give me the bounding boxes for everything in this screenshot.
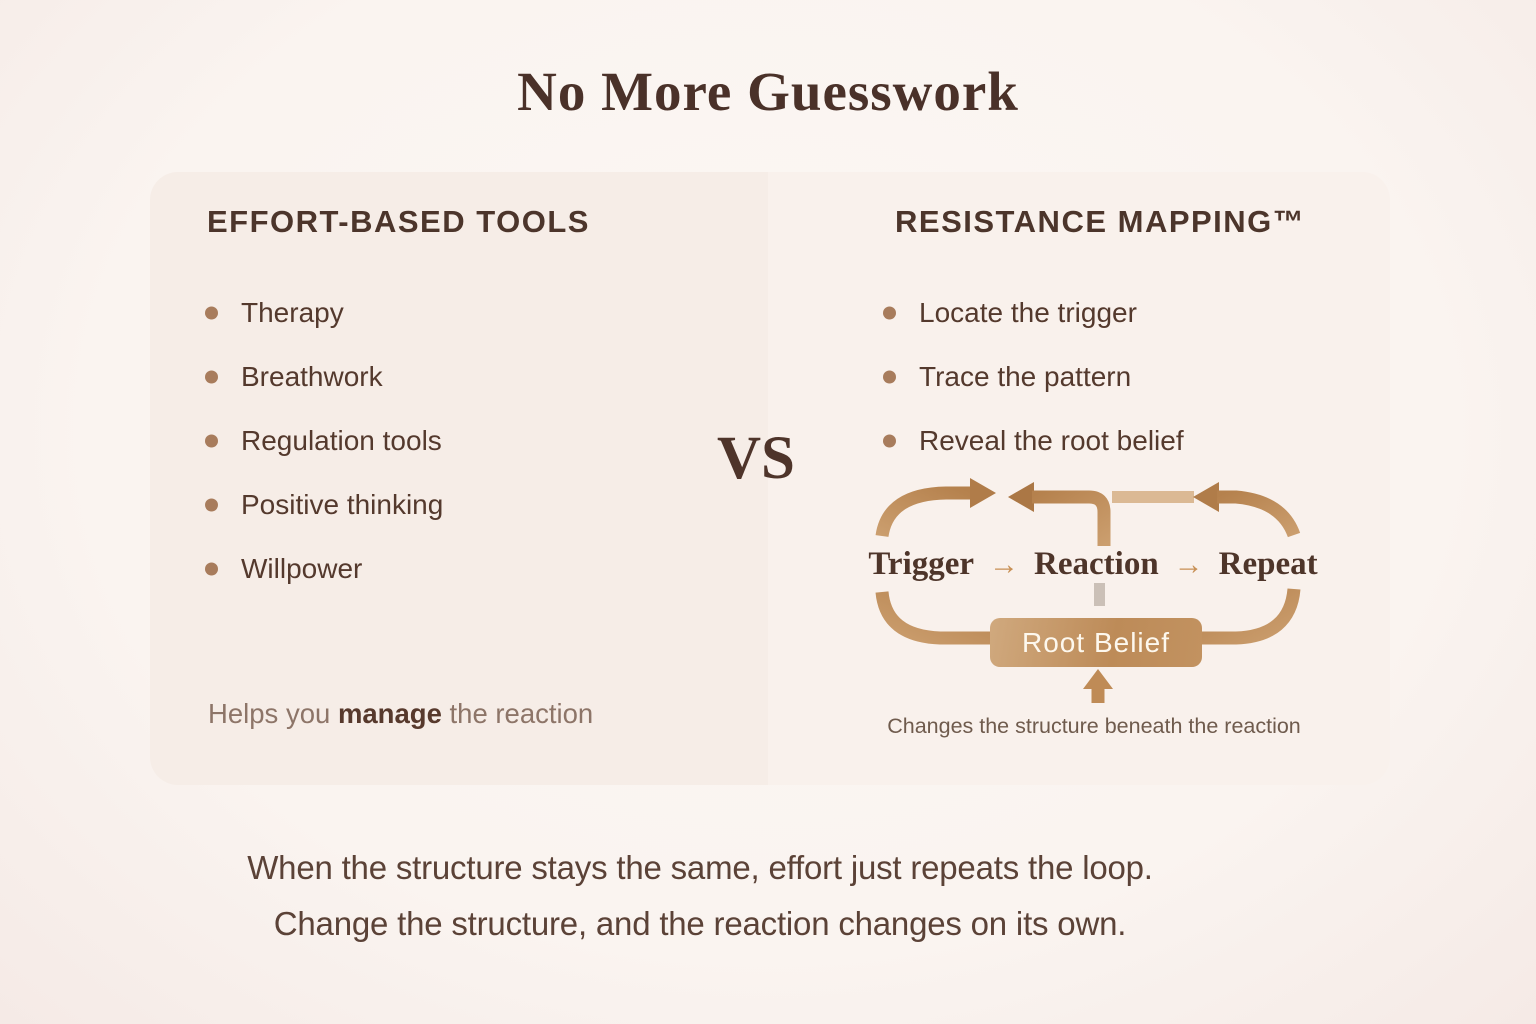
page-title: No More Guesswork [517, 61, 1019, 122]
list-item: Locate the trigger [883, 281, 1184, 345]
right-arrow-icon: → [1173, 548, 1204, 581]
loop-node-trigger: Trigger [868, 546, 975, 582]
root-belief-box: Root Belief [990, 618, 1202, 667]
list-item: Breathwork [205, 345, 443, 409]
footnote-emphasis: manage [337, 698, 442, 729]
loop-curve-trigger-to-root [875, 591, 994, 645]
footer-line: Change the structure, and the reaction c… [273, 905, 1127, 942]
footer-line: When the structure stays the same, effor… [247, 849, 1153, 886]
loop-node-row: Trigger → Reaction → Repeat [858, 546, 1328, 583]
effort-based-tools-card: EFFORT-BASED TOOLS Therapy Breathwork Re… [150, 172, 768, 785]
trigger-reaction-loop-diagram: Trigger → Reaction → Repeat Root Belief … [858, 472, 1328, 752]
left-card-footnote: Helps you manage the reaction [208, 698, 593, 730]
footnote-suffix: the reaction [441, 698, 594, 729]
loop-arrows-graphic [875, 478, 1301, 703]
list-item: Regulation tools [205, 409, 443, 473]
loop-caption: Changes the structure beneath the reacti… [887, 714, 1301, 738]
loop-arrow-trigger-up-icon [875, 478, 996, 538]
right-card-header: RESISTANCE MAPPING™ [895, 204, 1306, 239]
footnote-prefix: Helps you [208, 698, 338, 729]
list-item: Reveal the root belief [883, 409, 1184, 473]
loop-arrow-repeat-left-icon [1112, 482, 1301, 538]
loop-node-reaction: Reaction [1034, 546, 1159, 582]
up-arrow-icon [1083, 669, 1113, 703]
resistance-mapping-list: Locate the trigger Trace the pattern Rev… [883, 281, 1184, 473]
list-item: Positive thinking [205, 473, 443, 537]
list-item: Trace the pattern [883, 345, 1184, 409]
loop-arrow-reaction-elbow-icon [1008, 482, 1111, 546]
resistance-mapping-card: RESISTANCE MAPPING™ Locate the trigger T… [768, 172, 1390, 785]
dashed-connector-icon [1094, 583, 1105, 606]
effort-tools-list: Therapy Breathwork Regulation tools Posi… [205, 281, 443, 601]
list-item: Willpower [205, 537, 443, 601]
loop-curve-repeat-to-root [1198, 588, 1301, 645]
left-card-header: EFFORT-BASED TOOLS [207, 204, 590, 239]
right-arrow-icon: → [989, 548, 1020, 581]
list-item: Therapy [205, 281, 443, 345]
loop-node-repeat: Repeat [1218, 546, 1318, 582]
vs-label: VS [717, 425, 795, 492]
